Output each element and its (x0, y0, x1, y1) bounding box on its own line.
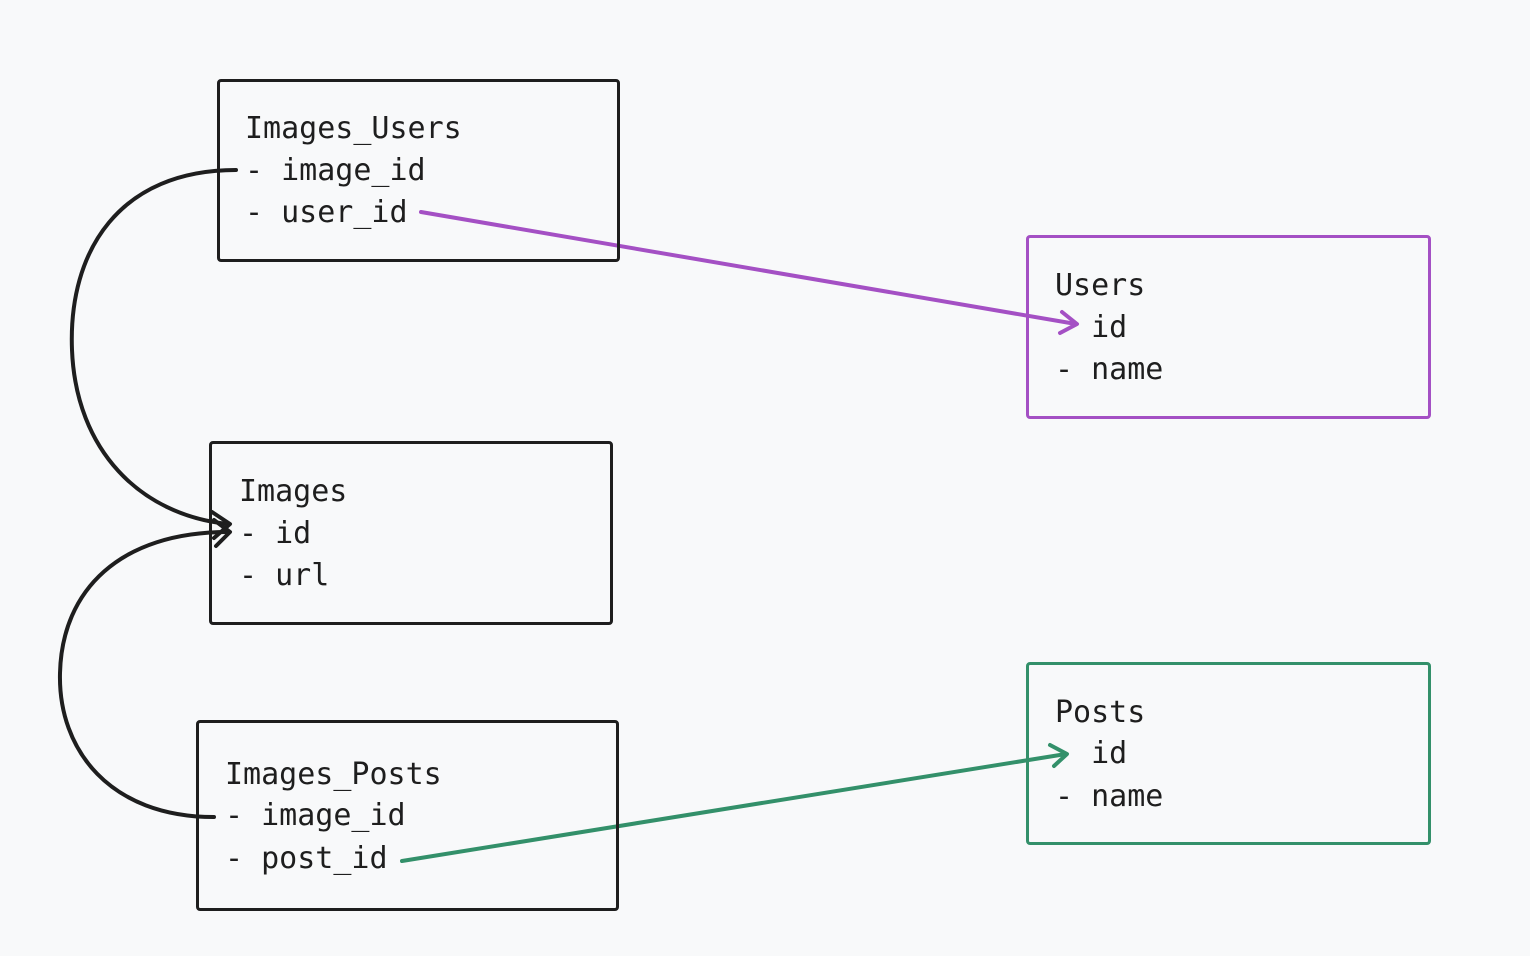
field-images-id: - id (239, 516, 312, 551)
field-images-posts-post-id: - post_id (225, 841, 388, 876)
table-posts[interactable] (1026, 662, 1431, 845)
field-posts-name: - name (1055, 779, 1164, 814)
table-images-posts[interactable] (196, 720, 619, 911)
field-users-name: - name (1055, 352, 1164, 387)
table-images[interactable] (209, 441, 613, 625)
table-users[interactable] (1026, 235, 1431, 419)
table-title-images-posts: Images_Posts (225, 757, 442, 792)
field-images-url: - url (239, 558, 330, 593)
table-title-images-users: Images_Users (245, 111, 462, 146)
table-title-users: Users (1055, 268, 1146, 303)
field-images-users-user-id: - user_id (245, 195, 408, 230)
field-users-id: id (1055, 310, 1128, 345)
table-images-users[interactable] (217, 79, 620, 262)
table-title-posts: Posts (1055, 695, 1146, 730)
field-posts-id: id (1055, 736, 1128, 771)
field-images-users-image-id: - image_id (245, 153, 426, 188)
table-title-images: Images (239, 474, 348, 509)
field-images-posts-image-id: - image_id (225, 798, 406, 833)
